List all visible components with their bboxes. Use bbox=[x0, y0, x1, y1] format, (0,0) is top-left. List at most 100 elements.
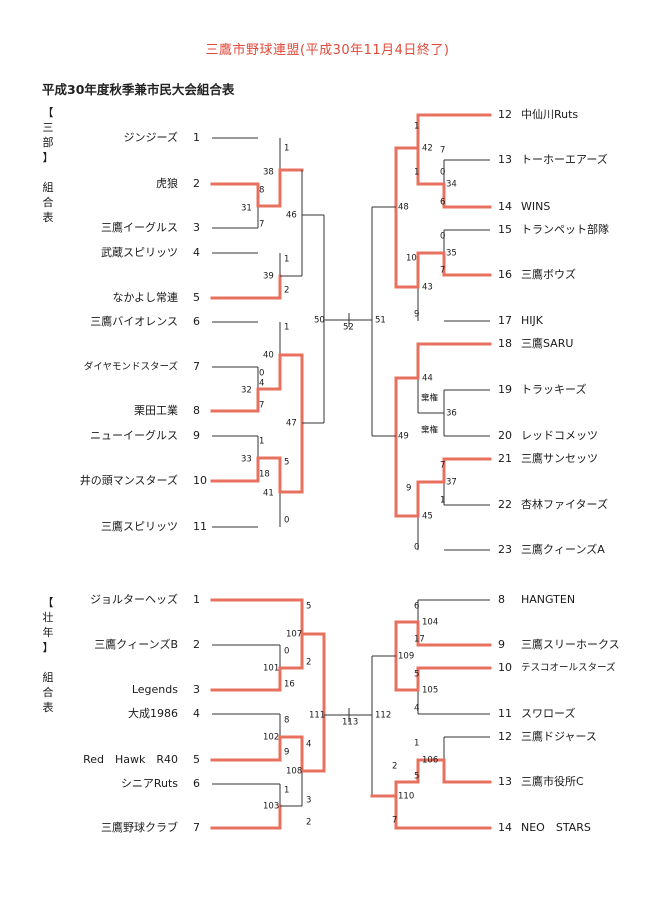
forfeit-label: 棄権 bbox=[421, 425, 439, 436]
seed-number: 7 bbox=[193, 821, 200, 834]
division-label-char: 組 bbox=[43, 671, 54, 684]
score-label: 0 bbox=[414, 543, 419, 553]
seed-number: 6 bbox=[193, 777, 200, 790]
team-name: Red Hawk R40 bbox=[83, 753, 178, 766]
match-number: 41 bbox=[263, 489, 274, 499]
match-number: 39 bbox=[263, 272, 274, 282]
match-number: 47 bbox=[286, 419, 297, 429]
score-label: 7 bbox=[440, 266, 445, 276]
team-name: スワローズ bbox=[521, 706, 575, 720]
score-label: 4 bbox=[414, 704, 419, 714]
team-name: 三鷹ボウズ bbox=[521, 267, 576, 281]
seed-number: 20 bbox=[498, 429, 512, 442]
team-name: ニューイーグルス bbox=[90, 428, 178, 442]
seed-number: 21 bbox=[498, 452, 512, 465]
team-name: 井の頭マンスターズ bbox=[80, 473, 178, 487]
seed-number: 18 bbox=[498, 337, 512, 350]
score-label: 4 bbox=[306, 740, 311, 750]
score-label: 0 bbox=[440, 232, 445, 242]
seed-number: 5 bbox=[193, 753, 200, 766]
score-label: 0 bbox=[259, 369, 264, 379]
team-name: トランペット部隊 bbox=[521, 222, 609, 236]
seed-number: 10 bbox=[193, 474, 207, 487]
team-name: 杏林ファイターズ bbox=[521, 497, 608, 511]
match-number: 46 bbox=[286, 211, 297, 221]
score-label: 4 bbox=[259, 379, 264, 389]
team-name: トーホーエアーズ bbox=[521, 152, 608, 166]
team-name: NEO STARS bbox=[521, 821, 591, 834]
seed-number: 5 bbox=[193, 291, 200, 304]
seed-number: 17 bbox=[498, 314, 512, 327]
match-number: 50 bbox=[314, 316, 325, 326]
score-label: 5 bbox=[284, 458, 289, 468]
division-label-char: 組 bbox=[43, 181, 54, 194]
score-label: 1 bbox=[414, 122, 419, 132]
division-label-char: 合 bbox=[43, 195, 54, 209]
team-name: テスコオールスターズ bbox=[521, 662, 616, 674]
team-name: 三鷹イーグルス bbox=[101, 220, 178, 234]
match-number: 110 bbox=[398, 792, 414, 802]
seed-number: 2 bbox=[193, 177, 200, 190]
match-number: 111 bbox=[309, 711, 325, 721]
team-name: ジンジーズ bbox=[124, 130, 178, 144]
seed-number: 3 bbox=[193, 221, 200, 234]
score-label: 9 bbox=[414, 310, 419, 320]
match-number: 10 bbox=[406, 254, 417, 264]
division-label-char: 】 bbox=[43, 641, 54, 654]
score-label: 7 bbox=[259, 220, 264, 230]
seed-number: 8 bbox=[498, 593, 505, 606]
seed-number: 11 bbox=[498, 707, 512, 720]
match-number: 42 bbox=[422, 144, 433, 154]
score-label: 17 bbox=[414, 635, 425, 645]
team-name: 三鷹SARU bbox=[521, 336, 573, 350]
team-name: 三鷹市役所C bbox=[521, 774, 584, 788]
match-number: 102 bbox=[263, 733, 279, 743]
match-number: 33 bbox=[241, 455, 252, 465]
team-name: HANGTEN bbox=[521, 593, 575, 606]
division-label-char: 年 bbox=[43, 625, 54, 639]
match-number: 106 bbox=[422, 756, 438, 766]
score-label: 1 bbox=[284, 255, 289, 265]
seed-number: 6 bbox=[193, 315, 200, 328]
seed-number: 14 bbox=[498, 200, 512, 213]
score-label: 8 bbox=[259, 186, 264, 196]
match-number: 48 bbox=[398, 203, 409, 213]
seed-number: 8 bbox=[193, 404, 200, 417]
division-label-char: 三 bbox=[43, 121, 54, 134]
match-number: 36 bbox=[446, 409, 457, 419]
seed-number: 11 bbox=[193, 520, 207, 533]
team-name: ジョルターヘッズ bbox=[90, 592, 178, 606]
score-label: 3 bbox=[306, 796, 311, 806]
score-label: 1 bbox=[414, 739, 419, 749]
match-number: 35 bbox=[446, 249, 457, 259]
division-label-char: 【 bbox=[43, 596, 54, 609]
team-name: 栗田工業 bbox=[134, 404, 178, 417]
score-label: 7 bbox=[440, 146, 445, 156]
team-name: 大成1986 bbox=[128, 706, 178, 720]
forfeit-label: 棄権 bbox=[421, 393, 439, 404]
match-number: 9 bbox=[406, 484, 411, 494]
page-title: 三鷹市野球連盟(平成30年11月4日終了) bbox=[205, 43, 450, 58]
team-name: 三鷹野球クラブ bbox=[101, 820, 178, 834]
division-label-char: 】 bbox=[43, 151, 54, 164]
score-label: 8 bbox=[284, 716, 289, 726]
match-number: 104 bbox=[422, 618, 438, 628]
match-number: 49 bbox=[398, 432, 409, 442]
score-label: 5 bbox=[306, 602, 311, 612]
seed-number: 4 bbox=[193, 246, 200, 259]
match-number: 108 bbox=[286, 767, 302, 777]
team-name: なかよし常連 bbox=[113, 290, 178, 304]
division-label-char: 表 bbox=[43, 700, 54, 714]
score-label: 1 bbox=[440, 496, 445, 506]
score-label: 7 bbox=[259, 401, 264, 411]
page-subtitle: 平成30年度秋季兼市民大会組合表 bbox=[42, 82, 235, 97]
match-number: 31 bbox=[241, 204, 252, 214]
team-name: WINS bbox=[521, 200, 550, 213]
score-label: 0 bbox=[440, 168, 445, 178]
seed-number: 3 bbox=[193, 683, 200, 696]
score-label: 2 bbox=[306, 658, 311, 668]
team-name: 三鷹スリーホークス bbox=[521, 637, 620, 651]
seed-number: 2 bbox=[193, 638, 200, 651]
seed-number: 1 bbox=[193, 593, 200, 606]
